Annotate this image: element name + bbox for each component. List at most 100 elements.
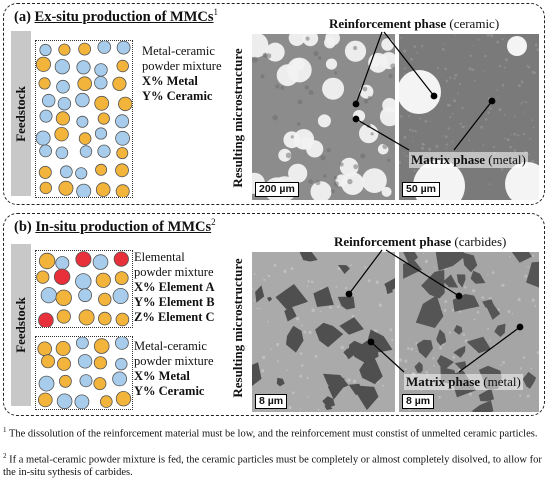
micro-particle — [412, 140, 414, 142]
micro-particle — [403, 49, 407, 53]
powder-particle — [57, 97, 72, 111]
carbide-particle — [453, 325, 463, 335]
micro-particle — [451, 140, 454, 143]
panel-a-feedstock-label: Feedstock — [11, 31, 31, 196]
micro-particle — [326, 148, 331, 153]
powder-particle — [55, 111, 71, 126]
micro-particle — [522, 132, 525, 136]
micro-particle — [536, 351, 539, 355]
micro-particle — [299, 352, 303, 356]
micro-particle — [489, 107, 492, 110]
micro-particle — [425, 370, 429, 374]
micro-particle — [339, 162, 344, 167]
micro-particle — [378, 303, 383, 307]
panel-b-feedstock-label: Feedstock — [11, 244, 31, 406]
micro-particle — [306, 285, 309, 287]
powder-particle — [39, 43, 52, 57]
panel-a-scale-right: 50 µm — [402, 182, 440, 197]
micro-particle — [381, 186, 392, 197]
micro-particle — [464, 125, 467, 127]
micro-particle — [408, 115, 411, 118]
micro-particle — [505, 162, 539, 200]
micro-particle — [509, 255, 511, 258]
micro-particle — [381, 38, 394, 51]
micro-particle — [461, 106, 464, 110]
carbide-particle — [482, 299, 495, 308]
micro-particle — [280, 86, 285, 90]
powder-particle — [98, 311, 112, 326]
powder-particle — [39, 109, 53, 123]
micro-particle — [329, 305, 332, 309]
panel-b-title-sup: 2 — [211, 217, 216, 227]
powder-particle — [55, 146, 69, 160]
micro-particle — [530, 367, 533, 370]
micro-particle — [461, 125, 464, 128]
micro-particle — [458, 82, 461, 85]
carbide-particle — [415, 295, 444, 328]
powder-particle — [78, 132, 92, 145]
carbide-particle — [471, 400, 494, 412]
micro-particle — [364, 266, 367, 269]
powder-particle — [56, 79, 70, 94]
powder-particle — [39, 144, 53, 158]
micro-particle — [489, 339, 492, 342]
micro-particle — [484, 55, 487, 58]
panel-a-powder-box — [35, 40, 133, 198]
powder-particle — [115, 337, 129, 350]
panel-b-scale-right: 8 µm — [402, 394, 435, 409]
micro-particle — [317, 114, 331, 128]
carbide-particle — [494, 323, 506, 337]
panel-ex-situ: (a) Ex-situ production of MMCs1 Feedstoc… — [3, 3, 545, 205]
micro-particle — [367, 124, 371, 128]
micro-particle — [471, 68, 475, 72]
powder-particle — [58, 374, 72, 388]
micro-particle — [423, 252, 425, 255]
powder-particle — [75, 273, 92, 290]
micro-particle — [526, 394, 530, 398]
powder-particle — [75, 92, 90, 108]
micro-particle — [451, 112, 454, 115]
carbide-particle — [255, 285, 265, 303]
micro-particle — [382, 143, 388, 150]
micro-particle — [388, 74, 393, 79]
powder-particle — [55, 289, 72, 307]
powder-particle — [78, 288, 92, 303]
micro-particle — [520, 80, 524, 84]
micro-particle — [517, 297, 521, 302]
micro-particle — [308, 330, 312, 335]
micro-particle — [531, 254, 535, 258]
powder-particle — [94, 76, 108, 90]
micro-particle — [469, 54, 473, 57]
micro-particle — [452, 355, 456, 359]
micro-particle — [317, 56, 322, 60]
carbide-particle — [299, 252, 318, 262]
micro-particle — [379, 106, 395, 127]
micro-particle — [409, 128, 412, 132]
micro-particle — [399, 70, 441, 114]
powder-particle — [115, 312, 130, 327]
micro-particle — [391, 339, 394, 342]
micro-particle — [275, 84, 280, 89]
powder-particle — [58, 180, 74, 196]
carbide-particle — [421, 269, 445, 299]
powder-particle — [40, 287, 57, 304]
micro-particle — [347, 378, 351, 382]
powder-particle — [113, 251, 129, 267]
carbide-particle — [436, 329, 447, 346]
micro-particle — [410, 57, 413, 61]
powder-particle — [38, 252, 56, 270]
micro-particle — [252, 56, 258, 63]
micro-particle — [255, 384, 257, 386]
powder-particle — [98, 292, 112, 307]
powder-particle — [116, 41, 131, 55]
powder-particle — [79, 145, 93, 158]
micro-particle — [382, 384, 385, 387]
micro-particle — [500, 167, 504, 171]
powder-particle — [41, 354, 55, 369]
panel-a-title: (a) Ex-situ production of MMCs1 — [14, 7, 219, 25]
panel-b-title: (b) In-situ production of MMCs2 — [14, 217, 216, 235]
micro-particle — [536, 48, 539, 52]
micro-particle — [476, 311, 480, 314]
micro-particle — [310, 181, 332, 200]
powder-particle — [79, 374, 93, 388]
